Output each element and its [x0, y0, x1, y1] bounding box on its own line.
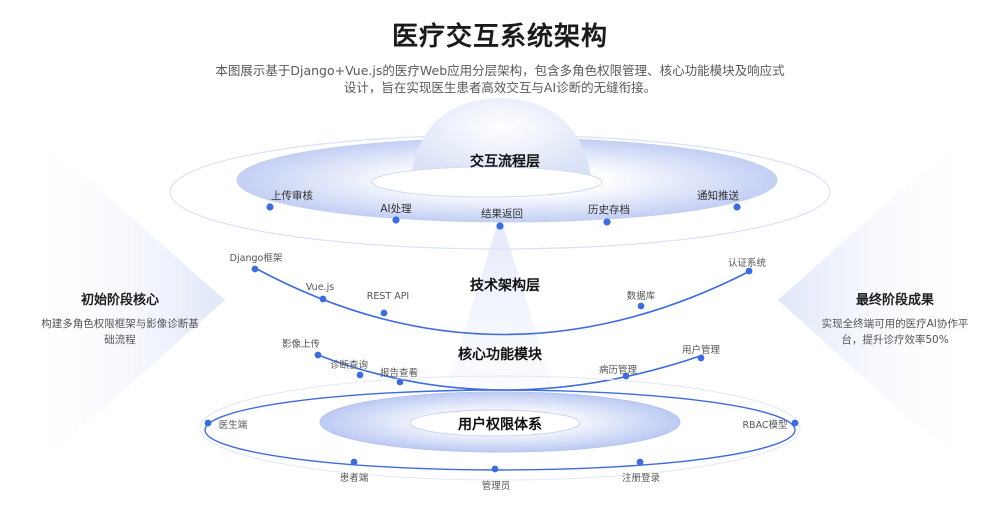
right-panel-title: 最终阶段成果 — [855, 293, 934, 308]
layer-title-interaction: 交互流程层 — [470, 154, 540, 170]
node-dot — [697, 354, 705, 362]
left-desc-line: 构建多角色权限框架与影像诊断基 — [41, 318, 199, 330]
right-panel-desc: 实现全终端可用的医疗AI协作平 台，提升诊疗效率50% — [800, 316, 990, 348]
node-dot — [603, 218, 611, 226]
node-label-report-view: 报告查看 — [379, 368, 419, 379]
node-label-record-manage: 病历管理 — [598, 365, 638, 376]
node-dot — [350, 458, 358, 466]
node-label-doctor: 医生端 — [218, 420, 248, 431]
node-dot — [380, 309, 388, 317]
top-dome — [410, 98, 592, 182]
bottom-outer-glow — [199, 375, 801, 481]
node-dot — [266, 203, 274, 211]
center-cone — [445, 215, 555, 395]
left-fan-shape — [20, 120, 225, 482]
page-subtitle: 本图展示基于Django+Vue.js的医疗Web应用分层架构，包含多角色权限管… — [200, 62, 800, 96]
node-dot — [636, 458, 644, 466]
node-label-database: 数据库 — [626, 291, 656, 302]
node-label-user-manage: 用户管理 — [681, 345, 721, 356]
node-label-rbac: RBAC模型 — [742, 420, 788, 431]
node-dot — [733, 203, 741, 211]
node-dot — [204, 419, 212, 427]
left-desc-line: 础流程 — [104, 334, 136, 346]
node-label-django: Django框架 — [229, 253, 283, 264]
right-desc-line: 实现全终端可用的医疗AI协作平 — [821, 318, 969, 330]
node-dot — [356, 371, 364, 379]
node-dot — [745, 267, 753, 275]
node-dot — [251, 265, 259, 273]
node-dot — [396, 378, 404, 386]
node-label-auth-system: 认证系统 — [727, 258, 767, 269]
node-dot — [622, 372, 630, 380]
right-desc-line: 台，提升诊疗效率50% — [841, 334, 949, 346]
node-label-history-archive: 历史存档 — [588, 204, 630, 216]
node-label-admin: 管理员 — [481, 481, 511, 492]
node-dots — [204, 203, 799, 473]
node-label-register-login: 注册登录 — [621, 473, 661, 484]
subtitle-line: 设计，旨在实现医生患者高效交互与AI诊断的无缝衔接。 — [343, 80, 657, 95]
page-title: 医疗交互系统架构 — [391, 22, 608, 52]
node-dot — [637, 302, 645, 310]
right-fan-shape — [778, 120, 980, 482]
node-label-upload-review: 上传审核 — [271, 190, 313, 202]
node-dot — [491, 465, 499, 473]
bottom-outer-ring — [204, 389, 796, 471]
node-label-notify-push: 通知推送 — [697, 190, 739, 202]
node-label-image-upload: 影像上传 — [281, 339, 321, 350]
node-label-diagnosis-query: 诊断查询 — [329, 360, 369, 371]
left-panel-desc: 构建多角色权限框架与影像诊断基 础流程 — [28, 316, 212, 348]
node-dot — [314, 351, 322, 359]
layer-title-tech: 技术架构层 — [470, 278, 540, 294]
node-label-result-return: 结果返回 — [481, 208, 523, 220]
subtitle-line: 本图展示基于Django+Vue.js的医疗Web应用分层架构，包含多角色权限管… — [215, 63, 785, 78]
node-dot — [496, 222, 504, 230]
left-panel-title: 初始阶段核心 — [80, 293, 159, 308]
top-inner-ellipse — [371, 166, 603, 198]
node-dot — [392, 216, 400, 224]
node-dot — [791, 419, 799, 427]
bottom-inner-ellipse — [409, 409, 581, 437]
node-label-rest-api: REST API — [366, 291, 410, 302]
node-label-ai-process: AI处理 — [380, 203, 412, 215]
node-dot — [319, 295, 327, 303]
node-label-patient: 患者端 — [339, 473, 369, 484]
layer-title-auth: 用户权限体系 — [458, 417, 542, 433]
node-label-vuejs: Vue.js — [305, 282, 335, 293]
layer-title-core: 核心功能模块 — [458, 347, 542, 363]
